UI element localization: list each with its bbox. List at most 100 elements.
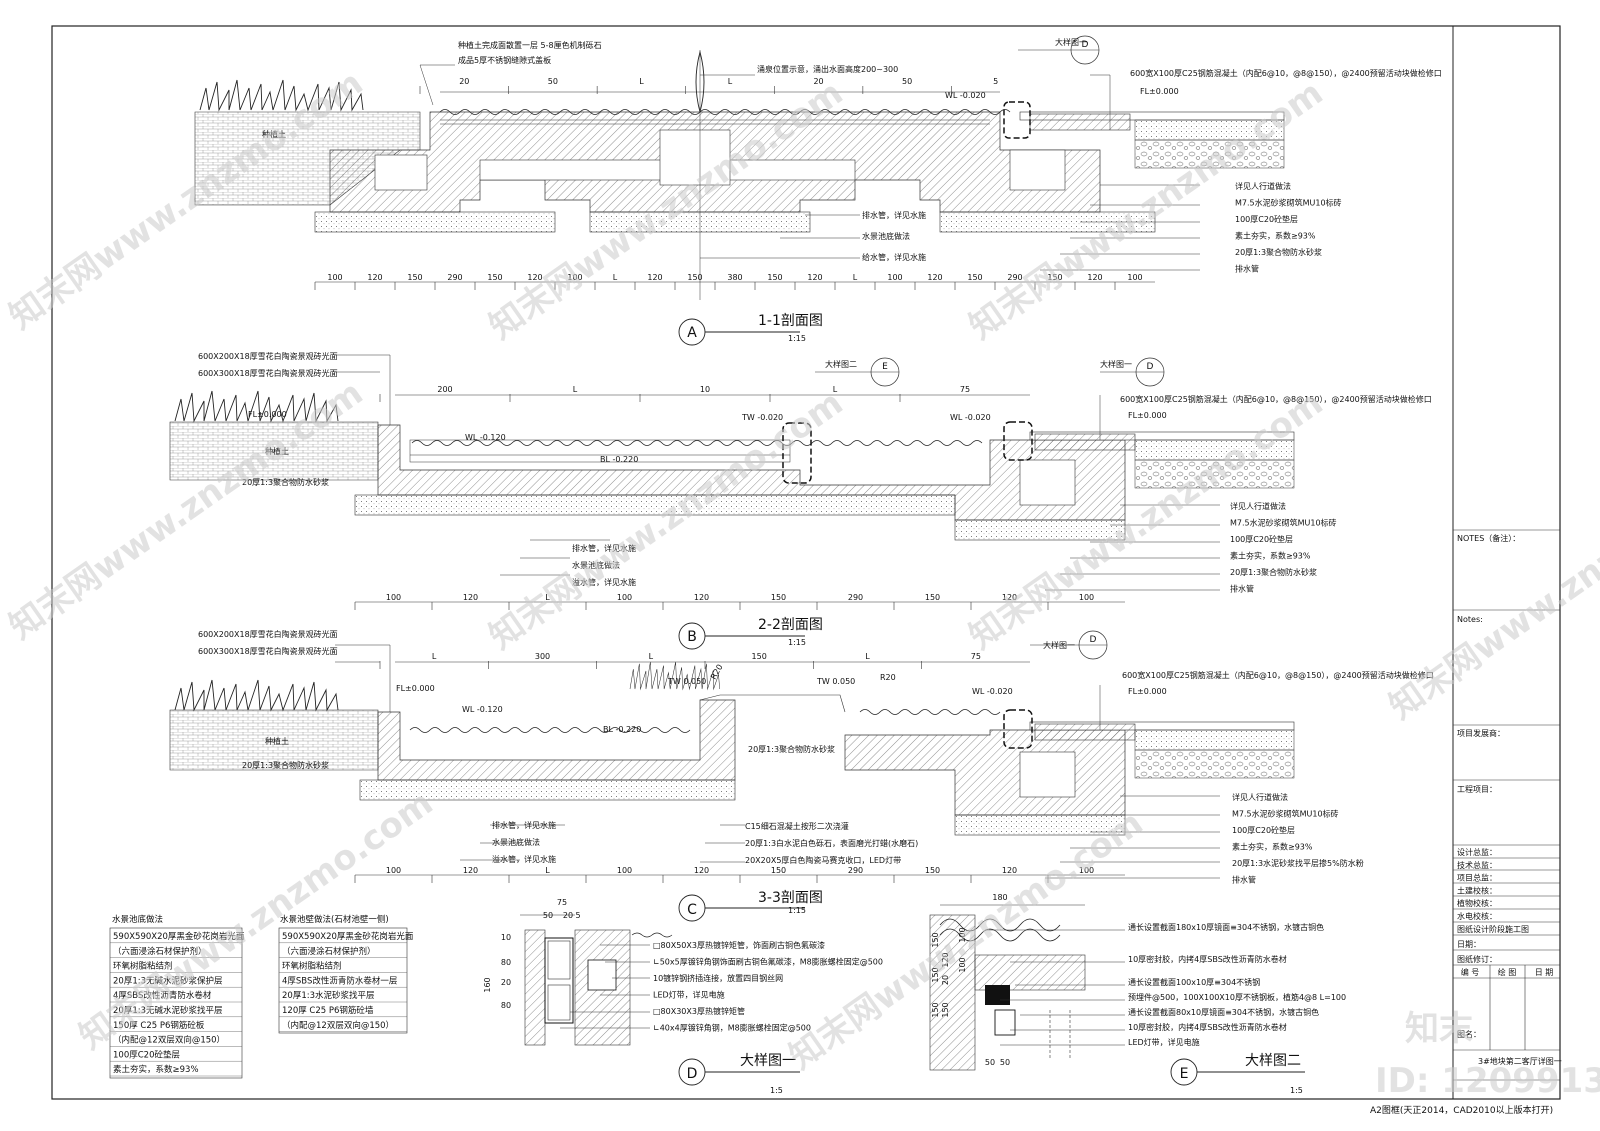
tb-name-label: 图名： xyxy=(1457,1029,1481,1039)
sec1-dim-12: 120 xyxy=(807,273,822,282)
detail-e-dim-3: 150 xyxy=(941,1002,950,1017)
sec3-topdim-5: 75 xyxy=(971,652,981,661)
detail-id-E: E xyxy=(1180,1066,1189,1082)
sec2-fl: FL±0.000 xyxy=(248,410,287,419)
sec3-dim-0: 100 xyxy=(386,866,401,875)
detail-e-label-4: 通长设置截面80x10厚镜面≡304不锈钢，水镀古铜色 xyxy=(1128,1007,1319,1017)
sec2-dim-3: 100 xyxy=(617,593,632,602)
sec1-callout-1: 成品5厚不锈钢缝隙式盖板 xyxy=(458,55,551,65)
sec3-topdim-4: L xyxy=(865,652,870,661)
sec1-right-label-0: 详见人行道做法 xyxy=(1235,181,1291,191)
detail-d-dim-5: 80 xyxy=(501,958,511,967)
detail-e-dim-7: 100 xyxy=(958,957,967,972)
sec2-mid-label-0: 排水管，详见水施 xyxy=(572,543,636,553)
sec3-center-label-0: C15细石混凝土按形二次浇灌 xyxy=(745,821,849,831)
sec3-mid-label-0: 排水管，详见水施 xyxy=(492,820,556,830)
pool-bottom-row-1: （六面浸涂石材保护剂） xyxy=(113,946,207,957)
sec2-wl1: WL -0.120 xyxy=(465,433,506,442)
sec1-fl: FL±0.000 xyxy=(1140,87,1179,96)
tb-rev-col-0: 编 号 xyxy=(1461,967,1480,977)
sec1-dim-0: 100 xyxy=(327,273,342,282)
sec1-topdim-0: 20 xyxy=(459,77,469,86)
sec1-fountain: 涌泉位置示意，涌出水面高度200~300 xyxy=(757,64,898,74)
detail-e-dim-1: 120 xyxy=(941,952,950,967)
sec1-topdim-4: 20 xyxy=(813,77,823,86)
sec1-dim-20: 100 xyxy=(1127,273,1142,282)
pool-wall-row-6: （内配@12双层双向@150） xyxy=(282,1020,394,1031)
tb-revision: 图纸修订： xyxy=(1457,954,1497,964)
sec1-dim-4: 150 xyxy=(487,273,502,282)
sec3-topdim-0: L xyxy=(432,652,437,661)
sec2-dim-4: 120 xyxy=(694,593,709,602)
id-mark: ID: 1209913446 xyxy=(1375,1061,1600,1101)
detail-d-dim-2: 20 xyxy=(563,911,573,920)
sec3-left-top-1: 600X300X18厚雪花白陶瓷景观砖光面 xyxy=(198,646,338,656)
sec2-topdim-3: L xyxy=(833,385,838,394)
pool-wall-row-5: 120厚 C25 P6钢筋砼墙 xyxy=(282,1005,374,1016)
sec2-ref-2: 大样图二 xyxy=(825,359,857,369)
sec1-right-label-4: 20厚1:3聚合物防水砂浆 xyxy=(1235,247,1322,257)
tb-stage-value: 施工图 xyxy=(1505,924,1529,934)
sec3-right-label-4: 20厚1:3水泥砂浆找平层掺5%防水粉 xyxy=(1232,858,1364,868)
sec1-dim-19: 120 xyxy=(1087,273,1102,282)
detail-d xyxy=(520,914,800,1086)
detail-d-label-4: □80X30X3厚热镀锌矩管 xyxy=(653,1006,745,1016)
tb-role-2: 项目总监： xyxy=(1457,873,1497,883)
sec3-topdim-2: L xyxy=(649,652,654,661)
sec2-fl-right: FL±0.000 xyxy=(1128,411,1167,420)
detail-e-dim-2: 20 xyxy=(941,975,950,985)
sec1-dim-5: 120 xyxy=(527,273,542,282)
tb-role-3: 土建校核： xyxy=(1457,885,1497,895)
sec1-dim-14: 100 xyxy=(887,273,902,282)
pool-bottom-table xyxy=(109,927,243,1079)
section-2-2 xyxy=(169,354,1295,650)
sec1-dim-7: L xyxy=(613,273,618,282)
tb-role-4: 植物校核： xyxy=(1457,898,1497,908)
sec2-dim-2: L xyxy=(545,593,550,602)
sec3-fl-right: FL±0.000 xyxy=(1128,687,1167,696)
detail-d-dim-4: 10 xyxy=(501,933,511,942)
section-id-C: C xyxy=(687,902,697,918)
tb-role-0: 设计总监： xyxy=(1457,847,1497,857)
sec3-ref-letter-d: D xyxy=(1090,635,1097,645)
sec3-right-top: 600宽X100厚C25钢筋混凝土（内配6@10，@8@150），@2400预留… xyxy=(1122,670,1434,680)
sec3-mid-label-2: 溢水管，详见水施 xyxy=(492,854,556,864)
section-1-1 xyxy=(194,35,1285,346)
sec3-dim-1: 120 xyxy=(463,866,478,875)
detail-d-label-3: LED灯带，详见电施 xyxy=(653,990,725,1000)
pool-wall-row-2: 环氧树脂粘结剂 xyxy=(282,961,342,972)
sec2-right-top: 600宽X100厚C25钢筋混凝土（内配6@10，@8@150），@2400预留… xyxy=(1120,394,1432,404)
detail-title-E: 大样图二 xyxy=(1245,1053,1301,1069)
sec3-dim-5: 150 xyxy=(771,866,786,875)
sec1-dim-3: 290 xyxy=(447,273,462,282)
sec2-ref-letter-d: D xyxy=(1147,362,1154,372)
detail-e-dim-0: 180 xyxy=(992,893,1007,902)
tb-name-value: 3#地块第二客厅详图一 xyxy=(1478,1056,1562,1066)
sec1-right-label-2: 100厚C20砼垫层 xyxy=(1235,214,1298,224)
sec2-ref-1: 大样图一 xyxy=(1100,359,1132,369)
sec3-mid-label-1: 水景池底做法 xyxy=(492,837,540,847)
sec3-dim-8: 120 xyxy=(1002,866,1017,875)
detail-e-label-1: 10厚密封胶，内拷4厚SBS改性沥青防水卷材 xyxy=(1128,954,1287,964)
sec2-dim-0: 100 xyxy=(386,593,401,602)
tb-developer: 项目发展商： xyxy=(1457,728,1505,738)
detail-e-label-2: 通长设置截面100x10厚≡304不锈钢 xyxy=(1128,977,1260,987)
sec2-soil: 种植土 xyxy=(265,446,289,456)
detail-e-dim-6: 100 xyxy=(958,927,967,942)
tb-date-label: 日期： xyxy=(1457,940,1481,949)
section-title-B: 2-2剖面图 xyxy=(758,617,823,633)
sec2-bl: BL -0.220 xyxy=(600,455,638,464)
sec2-mid-label-2: 溢水管，详见水施 xyxy=(572,577,636,587)
sec3-wl1: WL -0.120 xyxy=(462,705,503,714)
sec2-right-label-3: 素土夯实，系数≥93% xyxy=(1230,551,1311,561)
sec1-ref: 大样图一 xyxy=(1055,37,1087,47)
detail-d-dim-6: 20 xyxy=(501,978,511,987)
sec3-dim-7: 150 xyxy=(925,866,940,875)
detail-e-dim-5: 50 xyxy=(1000,1058,1010,1067)
sec1-right-label-5: 排水管 xyxy=(1235,264,1259,274)
tb-rev-col-2: 日 期 xyxy=(1535,968,1554,977)
sec1-topdim-5: 50 xyxy=(902,77,912,86)
sec1-topdim-3: L xyxy=(728,77,733,86)
sec3-dim-4: 120 xyxy=(694,866,709,875)
